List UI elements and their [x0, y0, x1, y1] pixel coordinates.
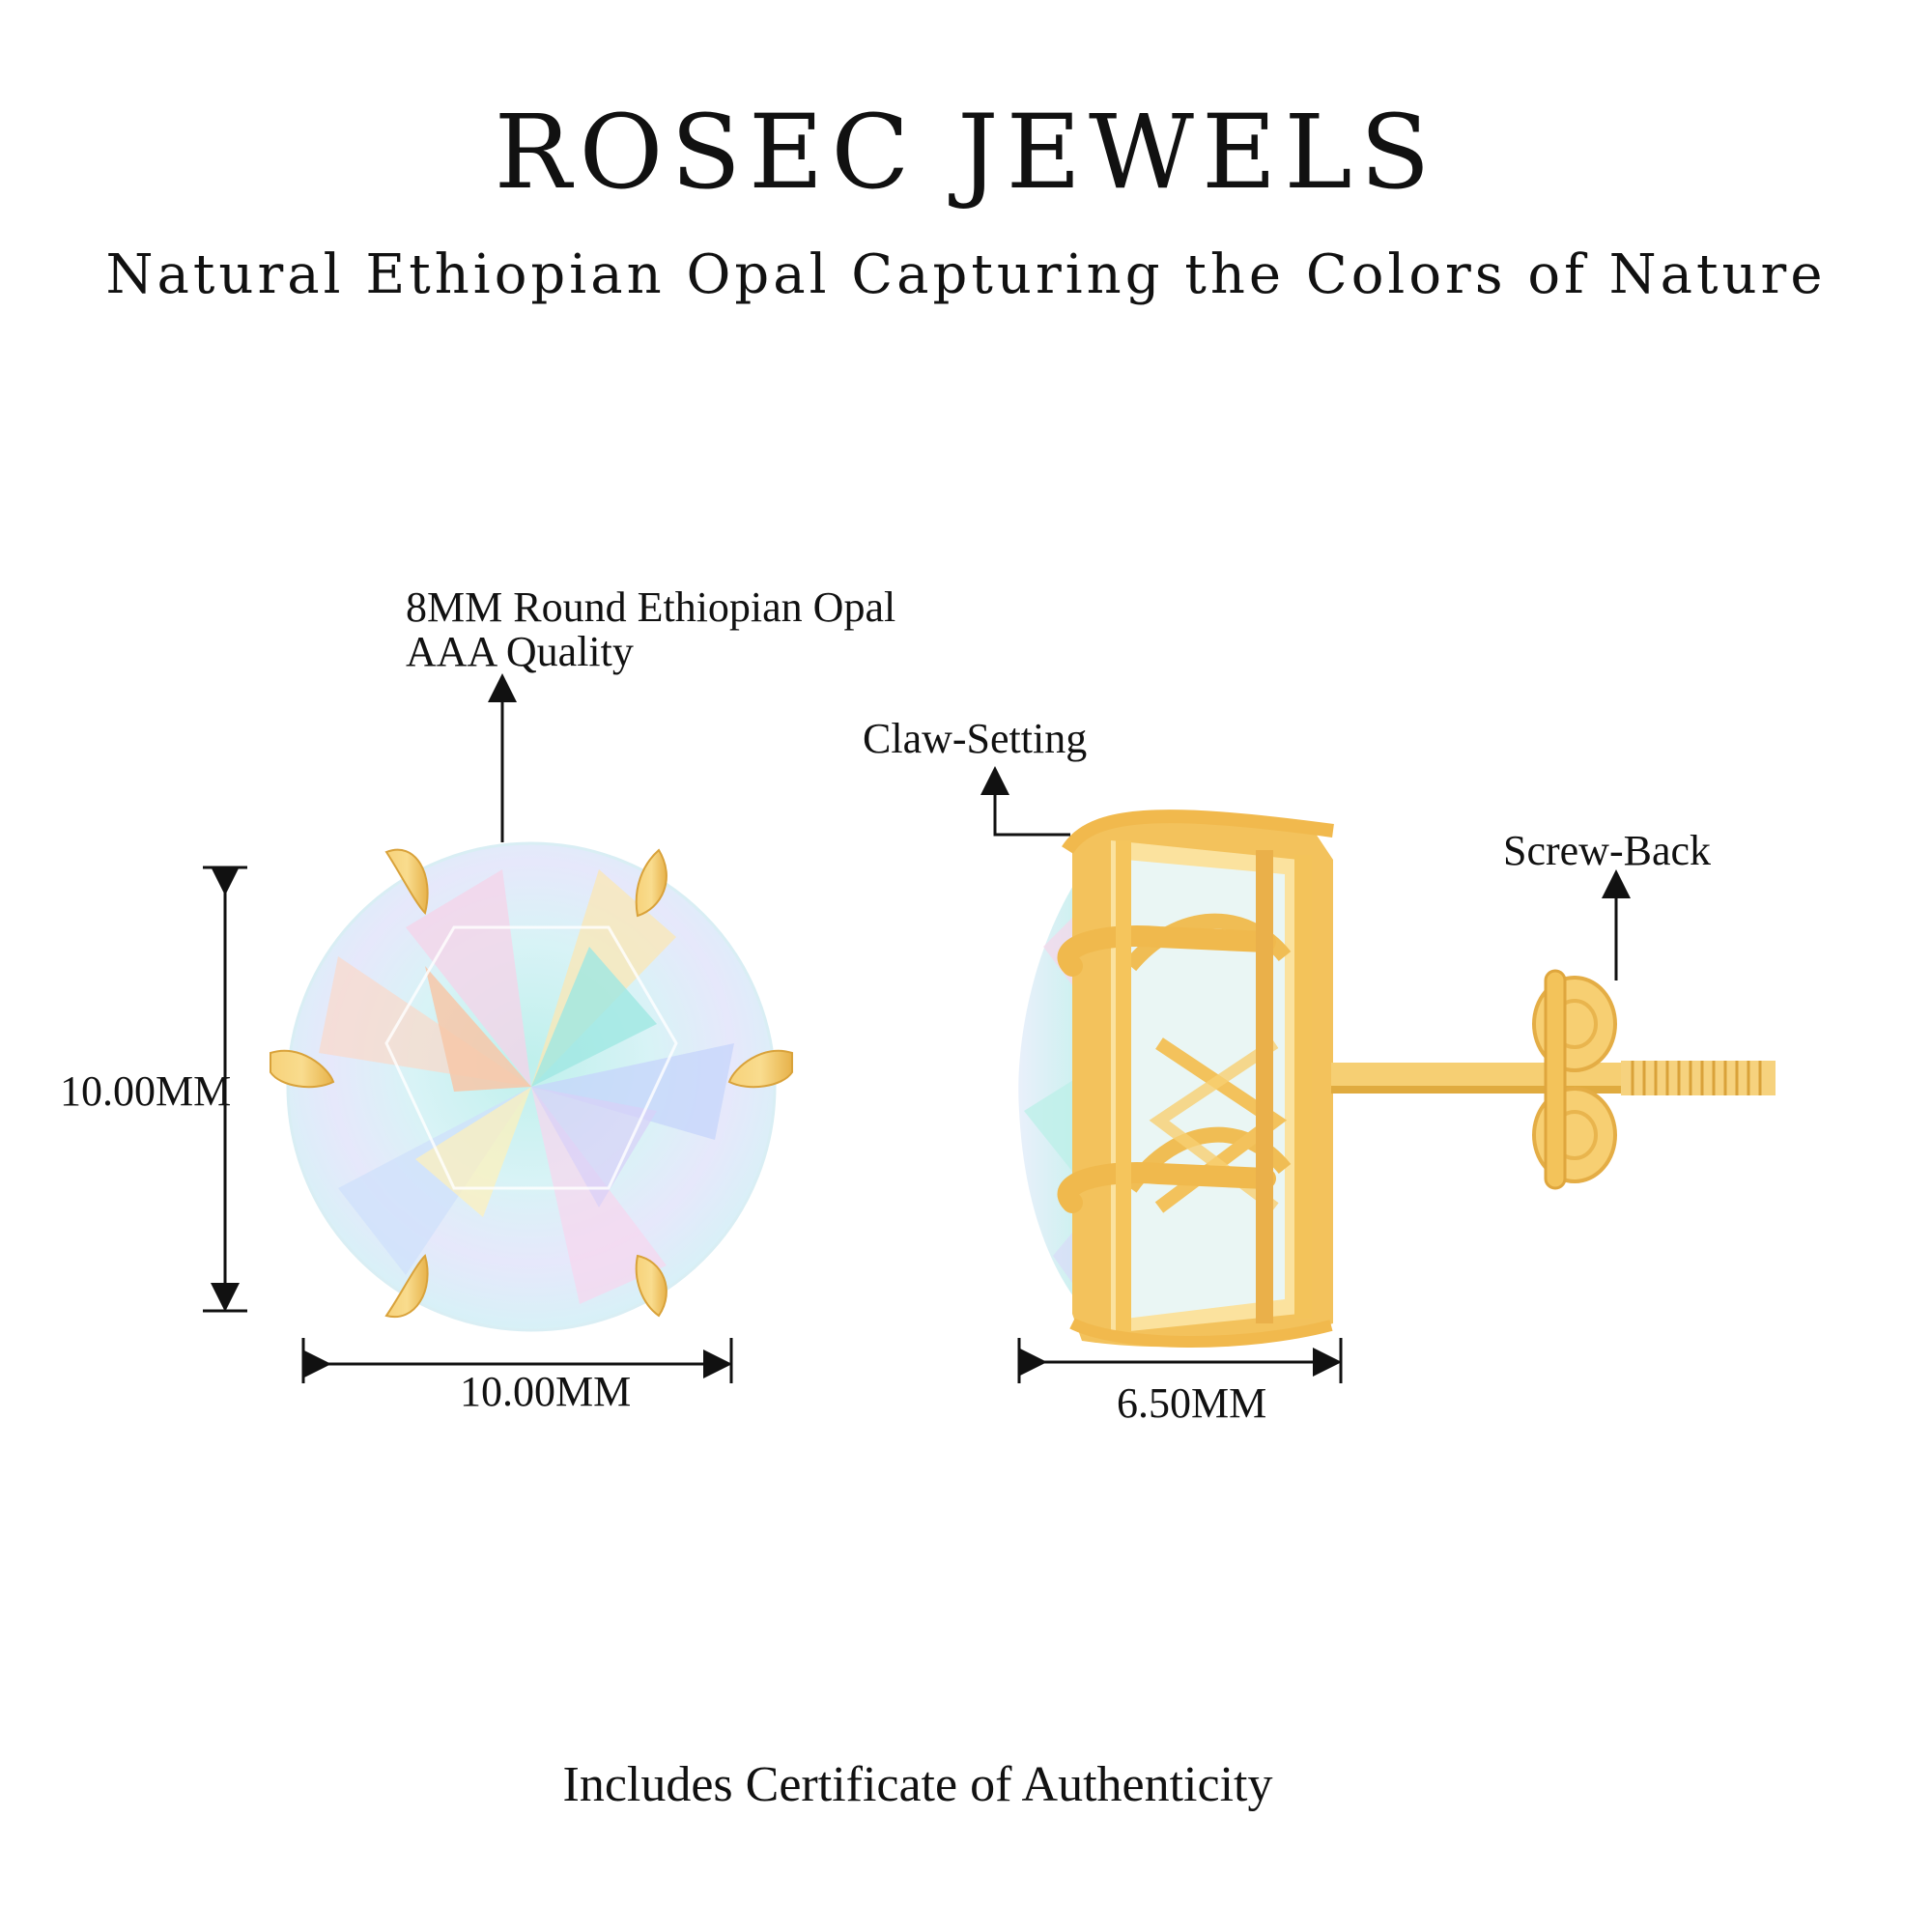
- side-claw-basket: [1057, 810, 1334, 1348]
- front-opal-stone: [286, 841, 777, 1332]
- stone-label-line1: 8MM Round Ethiopian Opal: [406, 583, 896, 631]
- back-label: Screw-Back: [1503, 827, 1712, 874]
- front-prongs: [270, 848, 793, 1319]
- side-width-dimension: [1017, 1338, 1343, 1383]
- side-width-label: 6.50MM: [1117, 1379, 1267, 1427]
- setting-callout-line: [980, 766, 1070, 837]
- brand-title: ROSEC JEWELS: [494, 93, 1438, 212]
- stone-label-line2: AAA Quality: [406, 628, 634, 675]
- front-width-label: 10.00MM: [460, 1368, 632, 1415]
- setting-label: Claw-Setting: [863, 715, 1088, 762]
- front-height-dimension: [203, 866, 247, 1313]
- front-width-dimension: [301, 1338, 733, 1383]
- front-height-label: 10.00MM: [60, 1067, 232, 1115]
- tagline: Natural Ethiopian Opal Capturing the Col…: [105, 243, 1827, 306]
- certificate-note: Includes Certificate of Authenticity: [562, 1757, 1273, 1812]
- side-screw-back: [1331, 969, 1776, 1190]
